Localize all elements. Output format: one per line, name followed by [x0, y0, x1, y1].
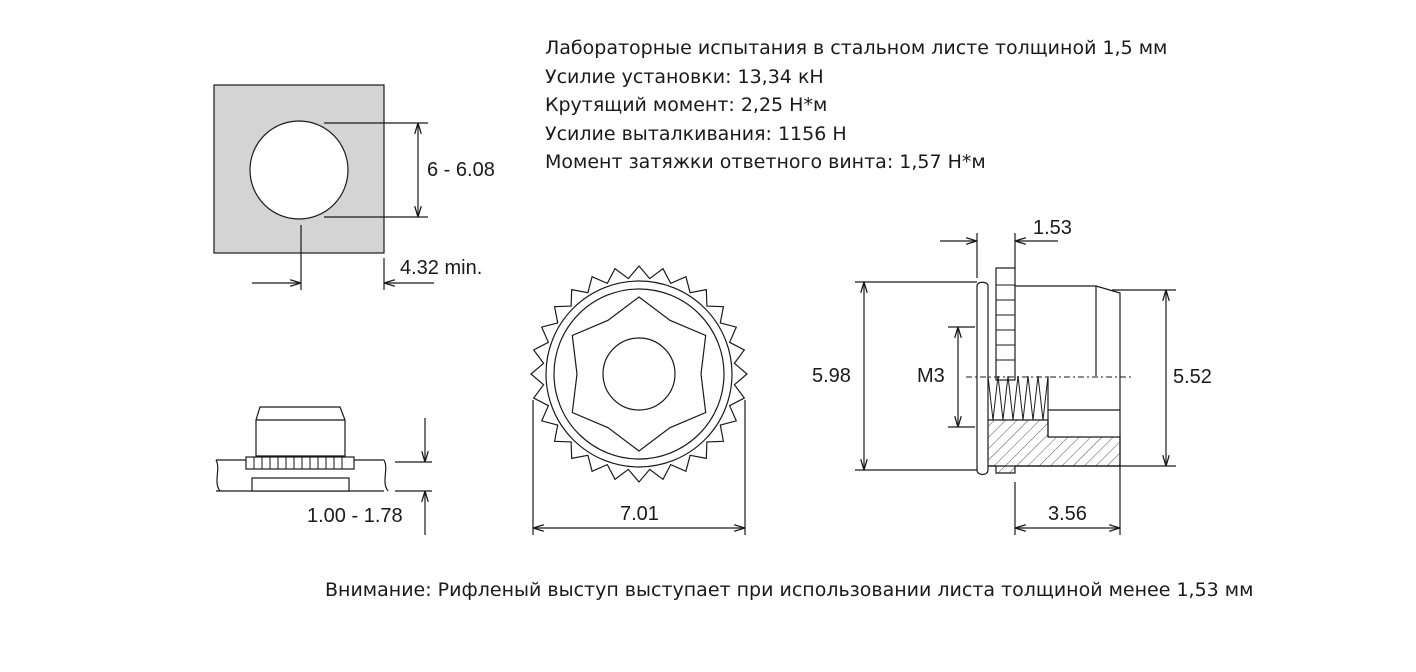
thread-label: M3: [917, 365, 945, 387]
hole-diameter-label: 6 - 6.08: [427, 159, 495, 181]
nut-base: [251, 477, 350, 492]
body-length-label: 3.56: [1048, 503, 1087, 525]
test-specs: Лабораторные испытания в стальном листе …: [545, 34, 1167, 177]
section-side-view: [855, 233, 1176, 535]
section-hatch: [977, 419, 1121, 474]
spec-pushout-force: Усилие выталкивания: 1156 Н: [545, 122, 847, 145]
spec-mating-screw-torque: Момент затяжки ответного винта: 1,57 Н*м: [545, 151, 986, 173]
warning-note: Внимание: Рифленый выступ выступает при …: [325, 579, 1254, 601]
panel-hole-view: [213, 84, 434, 290]
spec-torque: Крутящий момент: 2,25 Н*м: [545, 94, 828, 116]
thread-teeth: [987, 375, 1049, 421]
body-outline: [1015, 285, 1121, 466]
knurl-top-view: [530, 265, 748, 535]
thread-bore: [602, 337, 676, 411]
head-outline: [976, 281, 989, 476]
knurl-band: [245, 456, 355, 470]
head-height-label: 1.53: [1033, 217, 1072, 239]
knurl-collar: [995, 267, 1016, 381]
body-diameter-label: 5.52: [1173, 366, 1212, 388]
edge-distance-label: 4.32 min.: [400, 257, 482, 279]
head-diameter-label: 5.98: [812, 365, 851, 387]
flange-inner-ring: [553, 288, 725, 460]
installed-side-view: [215, 406, 432, 535]
knurl-diameter-label: 7.01: [620, 503, 659, 525]
knurl-teeth: [253, 457, 343, 469]
nut-body-outline: [255, 406, 346, 457]
flange-outer-ring: [545, 280, 733, 468]
spec-install-force: Усилие установки: 13,34 кН: [545, 65, 824, 88]
sheet-thickness-label: 1.00 - 1.78: [307, 505, 403, 527]
specs-title: Лабораторные испытания в стальном листе …: [545, 37, 1168, 59]
hex-socket: [571, 296, 707, 452]
mounting-hole: [249, 120, 349, 220]
